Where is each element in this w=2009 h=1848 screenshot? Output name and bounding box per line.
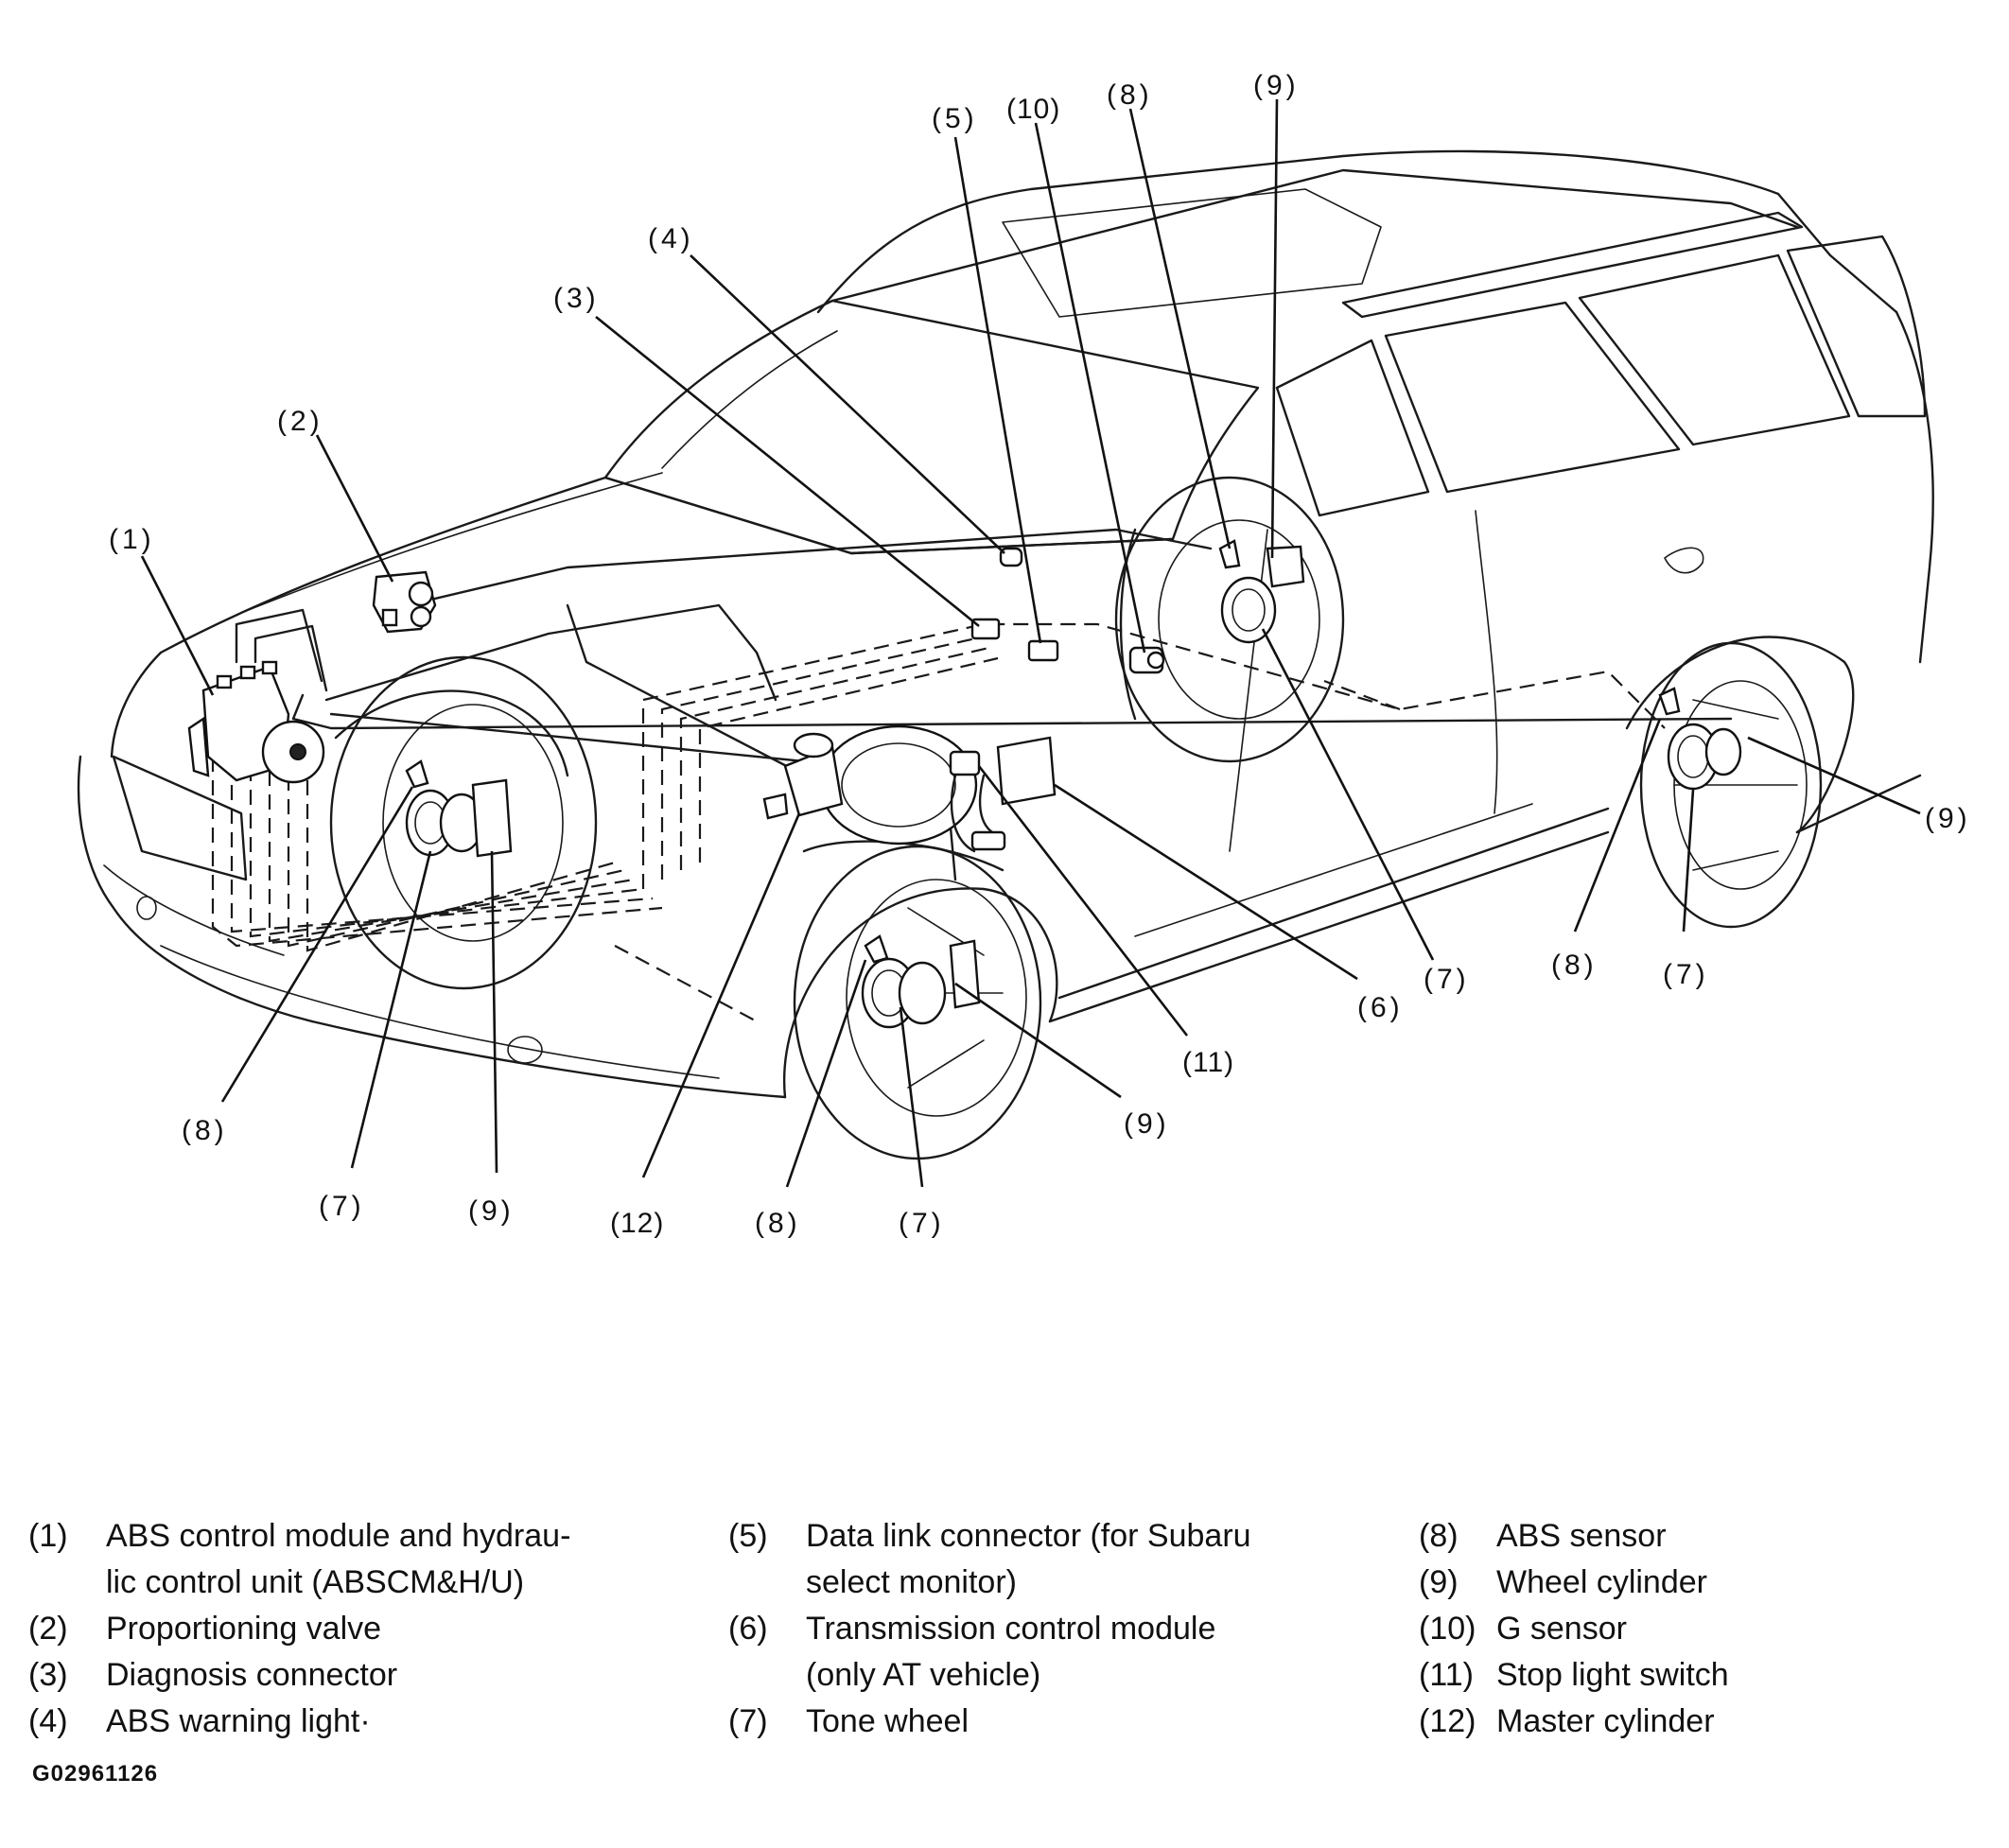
front-left-abs-parts: [405, 759, 513, 858]
rear-left-abs-parts: [1658, 687, 1742, 791]
front-left-wheel: [329, 655, 598, 990]
callout-8-front-right: (8): [755, 1208, 801, 1239]
legend-text: select monitor): [806, 1564, 1017, 1600]
legend-number: (5): [728, 1518, 768, 1554]
legend-item: (3) Diagnosis connector: [28, 1652, 690, 1699]
leader-lines: [140, 98, 1921, 1188]
rear-left-wheel: [1639, 641, 1823, 929]
callout-9-right: (9): [1925, 803, 1971, 834]
callout-5: (5): [932, 103, 978, 134]
legend-number: (8): [1419, 1518, 1459, 1554]
legend-text: ABS control module and hydrau-: [106, 1518, 571, 1554]
callout-labels: (1) (2) (3) (4) (5) (10) (8) (9) (9) (8)…: [109, 70, 1971, 1239]
legend-text: Proportioning valve: [106, 1611, 382, 1647]
data-link-connector: [1027, 639, 1059, 662]
legend-text: ABS sensor: [1496, 1518, 1667, 1554]
callout-8-rear-left: (8): [1551, 950, 1598, 981]
legend-column-1: (1) ABS control module and hydrau-lic co…: [28, 1513, 690, 1745]
legend-text: G sensor: [1496, 1611, 1627, 1647]
legend-item: (6) Transmission control module (only AT …: [728, 1606, 1390, 1699]
front-right-abs-parts: [861, 934, 981, 1029]
legend-column-2: (5) Data link connector (for Subaru selec…: [728, 1513, 1390, 1745]
wiring-harness: [211, 622, 1666, 1022]
legend-text: Diagnosis connector: [106, 1657, 398, 1693]
legend-text: lic control unit (ABSCM&H/U): [106, 1564, 525, 1600]
legend-text: Tone wheel: [806, 1703, 970, 1739]
callout-8-top: (8): [1107, 79, 1153, 111]
legend-item: (2) Proportioning valve: [28, 1606, 690, 1652]
legend-number: (3): [28, 1657, 68, 1693]
callout-7-front-left: (7): [319, 1191, 365, 1222]
rear-right-wheel-far: [1114, 476, 1345, 763]
callout-12: (12): [610, 1208, 664, 1239]
callout-1: (1): [109, 524, 155, 555]
legend-number: (7): [728, 1703, 768, 1739]
legend-number: (1): [28, 1518, 68, 1554]
legend-item: (1) ABS control module and hydrau-lic co…: [28, 1513, 690, 1606]
legend-number: (11): [1419, 1657, 1474, 1693]
legend-number: (4): [28, 1703, 68, 1739]
abs-warning-light: [999, 547, 1023, 567]
callout-8-front-left: (8): [182, 1115, 228, 1146]
legend: (1) ABS control module and hydrau-lic co…: [28, 1513, 1977, 1750]
brake-lines: [235, 528, 1733, 881]
figure-code: G02961126: [32, 1761, 159, 1787]
legend-item: (12) Master cylinder: [1419, 1699, 2005, 1745]
transmission-control-module: [996, 736, 1057, 806]
stop-light-switch: [949, 750, 1006, 853]
legend-number: (9): [1419, 1564, 1459, 1600]
legend-number: (2): [28, 1611, 68, 1647]
callout-2: (2): [277, 406, 323, 437]
legend-number: (6): [728, 1611, 768, 1647]
car-body-outline: [77, 149, 1934, 1099]
legend-text: Stop light switch: [1496, 1657, 1729, 1693]
legend-text: Transmission control module: [806, 1611, 1216, 1647]
callout-7-rear-right: (7): [1424, 964, 1470, 995]
legend-text: Wheel cylinder: [1496, 1564, 1707, 1600]
callout-9-front-left: (9): [468, 1195, 515, 1227]
abs-hydraulic-unit: [187, 660, 325, 784]
legend-item: (11) Stop light switch: [1419, 1652, 2005, 1699]
callout-7-front-right: (7): [899, 1208, 945, 1239]
legend-item: (10) G sensor: [1419, 1606, 2005, 1652]
legend-text: ABS warning light·: [106, 1703, 371, 1739]
master-cylinder: [762, 724, 978, 846]
legend-item: (4) ABS warning light·: [28, 1699, 690, 1745]
legend-text: (only AT vehicle): [806, 1657, 1041, 1693]
callout-7-rear-left: (7): [1663, 959, 1709, 990]
callout-10: (10): [1006, 94, 1060, 125]
legend-item: (5) Data link connector (for Subaru selec…: [728, 1513, 1390, 1606]
proportioning-valve: [372, 570, 437, 634]
legend-item: (8) ABS sensor: [1419, 1513, 2005, 1560]
callout-6: (6): [1357, 992, 1404, 1023]
callout-3: (3): [553, 283, 600, 314]
legend-text: Master cylinder: [1496, 1703, 1715, 1739]
legend-text: Data link connector (for Subaru: [806, 1518, 1251, 1554]
diagnosis-connector: [970, 618, 1001, 640]
legend-number: (10): [1419, 1611, 1476, 1647]
callout-9-front-right: (9): [1124, 1108, 1170, 1140]
rear-right-abs-parts: [1218, 539, 1305, 644]
g-sensor: [1128, 646, 1165, 674]
legend-column-3: (8) ABS sensor (9) Wheel cylinder (10) G…: [1419, 1513, 2005, 1745]
legend-number: (12): [1419, 1703, 1476, 1739]
abs-layout-diagram: (1) (2) (3) (4) (5) (10) (8) (9) (9) (8)…: [77, 70, 1971, 1239]
callout-9-top: (9): [1253, 70, 1300, 101]
legend-item: (9) Wheel cylinder: [1419, 1560, 2005, 1606]
callout-11: (11): [1182, 1047, 1234, 1078]
legend-item: (7) Tone wheel: [728, 1699, 1390, 1745]
callout-4: (4): [648, 223, 694, 254]
